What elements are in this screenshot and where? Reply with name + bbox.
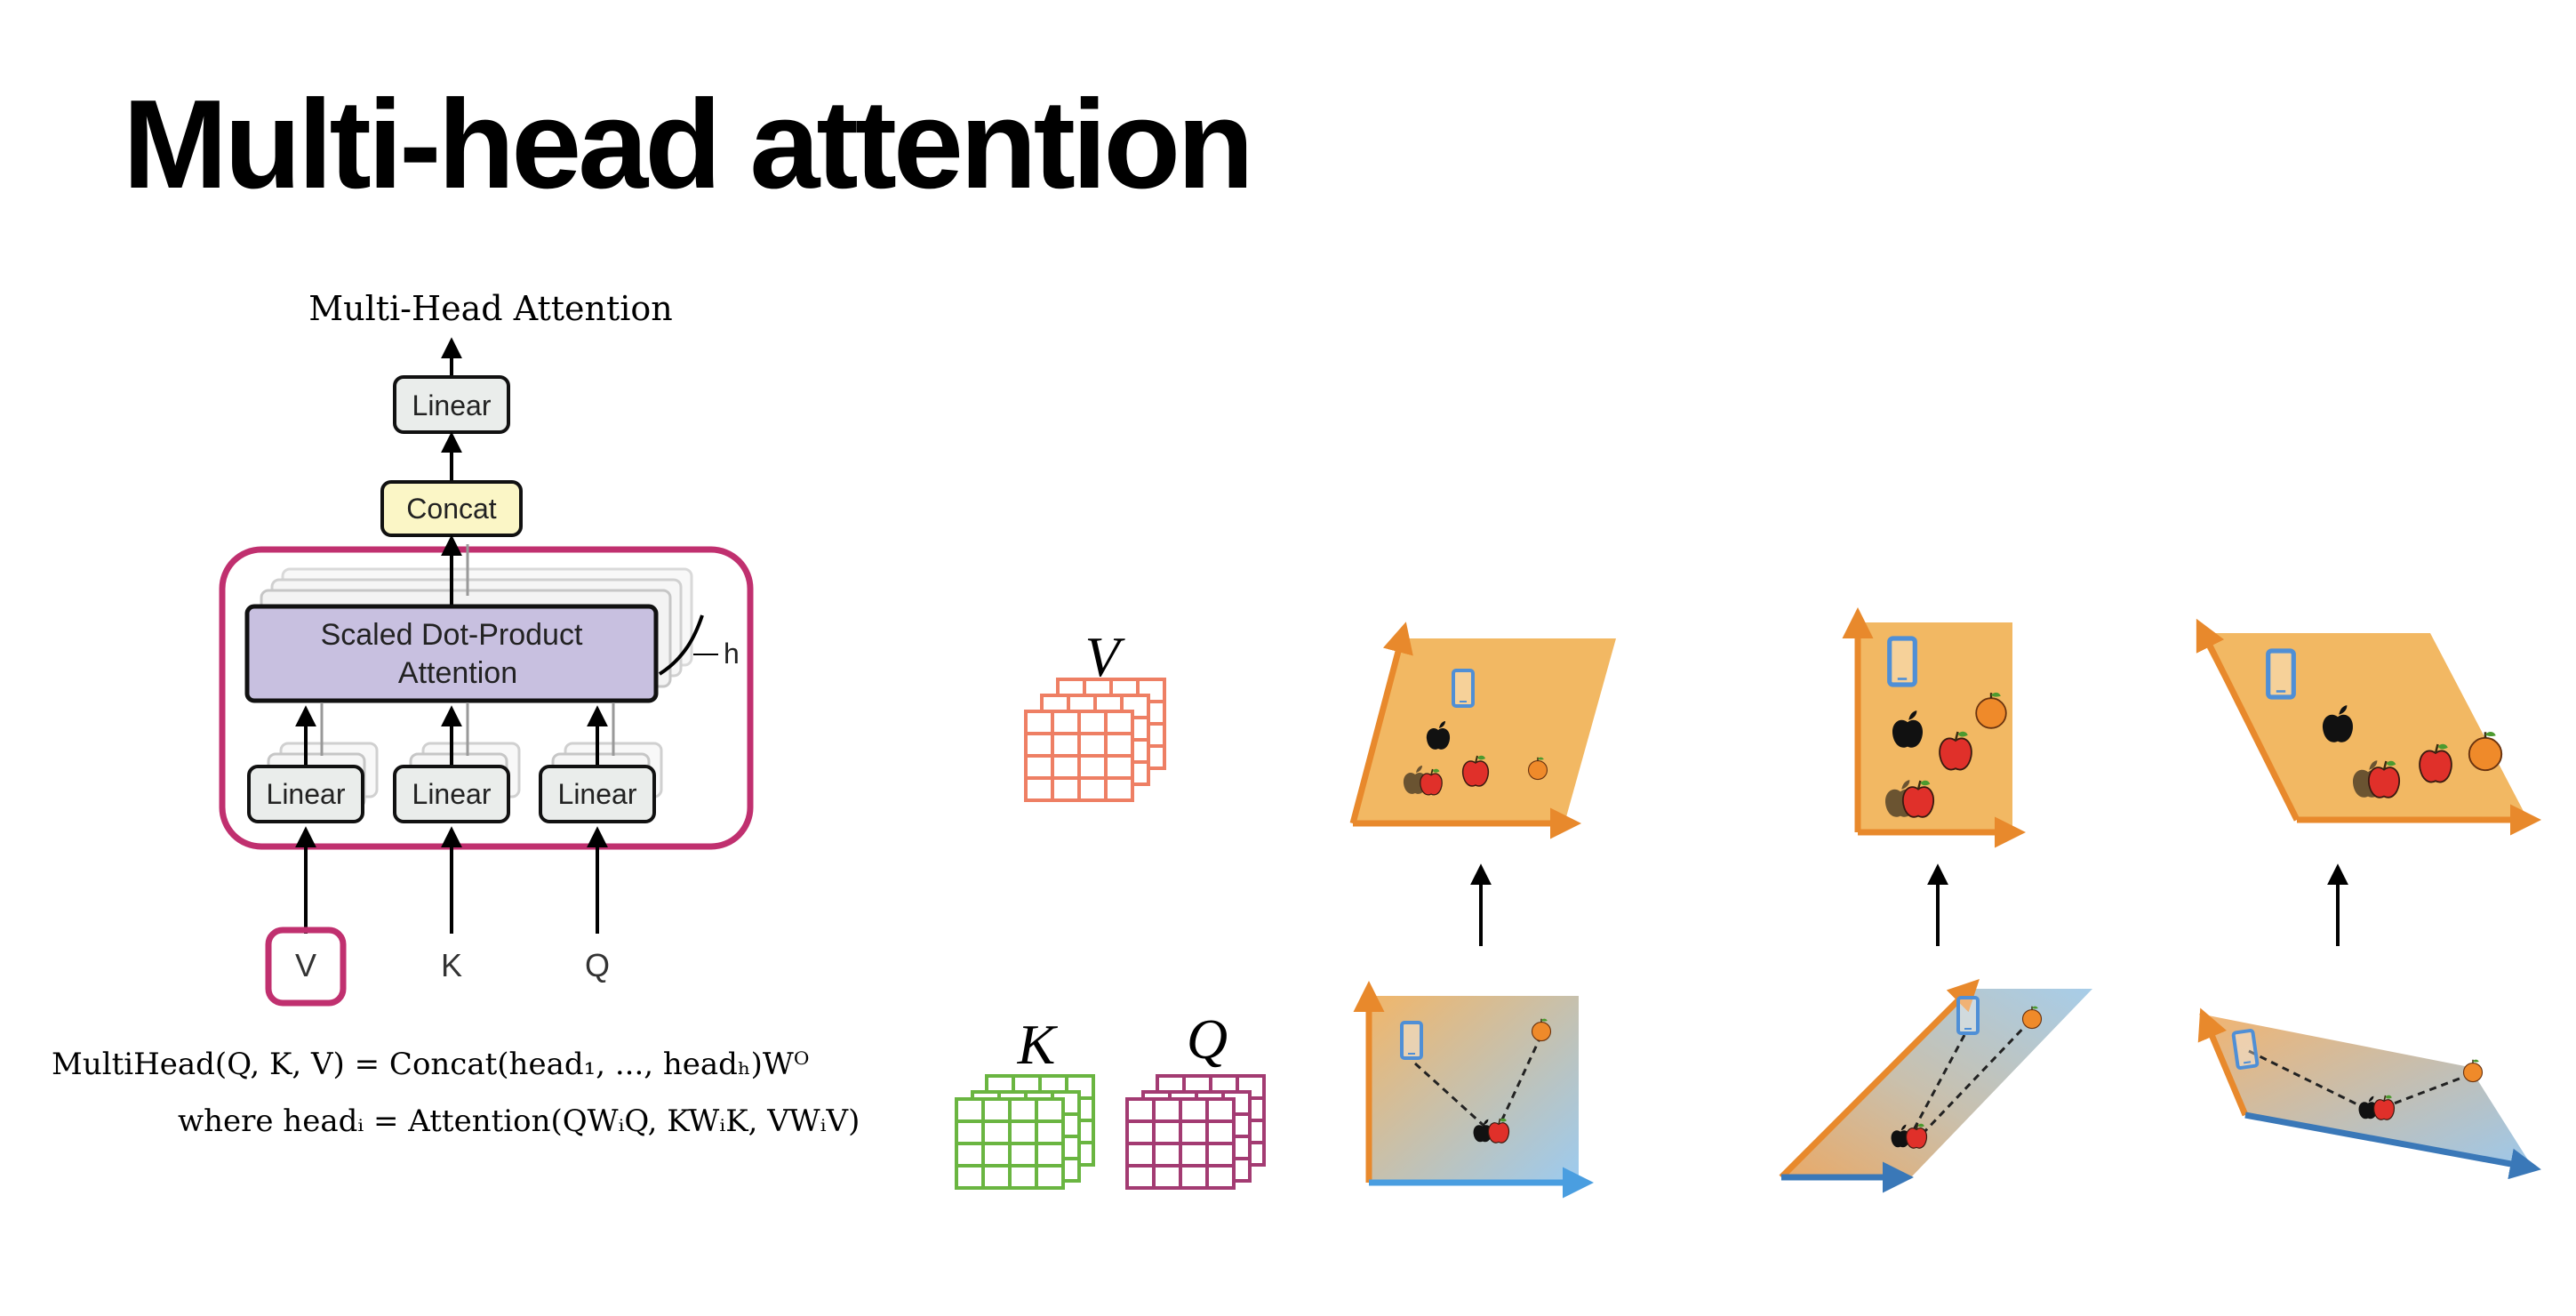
head2-value-plane xyxy=(1842,607,2026,848)
head1-query-key-plane xyxy=(1353,981,1594,1199)
phone-icon xyxy=(1956,996,1980,1035)
input-k-label: K xyxy=(441,947,462,983)
linear-to-sdpa-arrows xyxy=(295,702,615,766)
top-linear-label: Linear xyxy=(412,389,492,421)
input-v-highlight xyxy=(265,927,347,1007)
q-matrix-stack xyxy=(1125,1074,1266,1190)
v-matrix-stack xyxy=(1024,678,1166,802)
phone-icon xyxy=(2231,1028,2260,1071)
k-matrix-group: K xyxy=(955,1013,1095,1190)
phone-icon xyxy=(1452,669,1475,708)
sdpa-box xyxy=(244,604,659,703)
linear-q-box xyxy=(539,765,656,823)
h-label: h xyxy=(724,638,740,670)
formula-block: MultiHead(Q, K, V) = Concat(head₁, ..., … xyxy=(52,1047,860,1139)
head1-value-plane xyxy=(1349,622,1616,839)
formula-line-1: MultiHead(Q, K, V) = Concat(head₁, ..., … xyxy=(52,1047,809,1082)
output-label: Multi-Head Attention xyxy=(308,289,673,328)
architecture-diagram: Multi-Head Attention Linear Concat Scale… xyxy=(219,289,754,1007)
linear-q-label: Linear xyxy=(558,778,637,810)
head2-query-key-plane xyxy=(1779,979,2092,1193)
concat-label: Concat xyxy=(406,493,497,525)
linear-v-label: Linear xyxy=(267,778,346,810)
input-arrows xyxy=(295,826,608,934)
phone-icon xyxy=(1890,638,1916,685)
linear-v-box xyxy=(247,765,364,823)
sdpa-label-line1: Scaled Dot-Product xyxy=(321,618,583,652)
q-matrix-group: Q xyxy=(1125,1007,1266,1190)
q-matrix-label: Q xyxy=(1187,1007,1228,1071)
phone-icon xyxy=(2268,651,2294,697)
k-matrix-stack xyxy=(955,1074,1095,1190)
input-q-label: Q xyxy=(585,947,610,983)
head3-value-plane xyxy=(2196,618,2541,836)
sdpa-label-line2: Attention xyxy=(398,656,517,690)
linear-k-box xyxy=(393,765,510,823)
linear-k-label: Linear xyxy=(412,778,492,810)
formula-line-2: where headᵢ = Attention(QWᵢQ, KWᵢK, VWᵢV… xyxy=(178,1103,860,1139)
slide-title: Multi-head attention xyxy=(123,74,1254,215)
h-bracket xyxy=(658,614,704,676)
v-matrix-group: V xyxy=(1024,625,1166,802)
k-matrix-label: K xyxy=(1017,1013,1059,1076)
phone-icon xyxy=(1400,1021,1423,1060)
orange-icon xyxy=(2462,1058,2484,1083)
head3-query-key-plane xyxy=(2197,1007,2541,1180)
heads-highlight-box xyxy=(219,546,754,850)
input-v-label: V xyxy=(295,947,316,983)
